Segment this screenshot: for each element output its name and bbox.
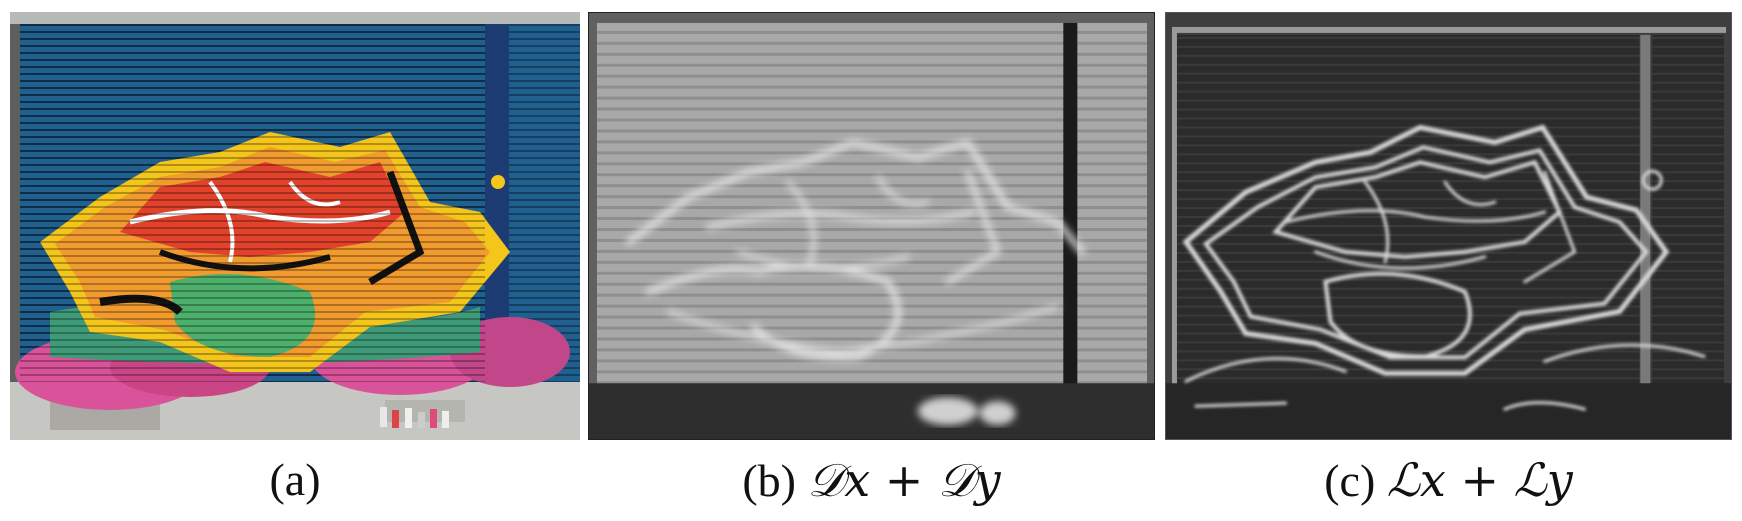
caption-a-label: (a) — [269, 454, 321, 505]
graffiti-photo — [10, 12, 580, 440]
panel-c-edge-map — [1165, 12, 1732, 440]
caption-a: (a) — [10, 450, 580, 510]
caption-c-math: ℒx + ℒy — [1386, 453, 1573, 507]
caption-b: (b) 𝒟x + 𝒟y — [588, 450, 1155, 510]
caption-c: (c) ℒx + ℒy — [1165, 450, 1732, 510]
derivative-image — [589, 13, 1154, 439]
caption-c-label: (c) — [1324, 455, 1376, 506]
panel-b-derivative-map — [588, 12, 1155, 440]
caption-b-math: 𝒟x + 𝒟y — [807, 453, 1001, 507]
caption-b-label: (b) — [742, 455, 796, 506]
edge-image — [1166, 13, 1731, 439]
panel-a-photo — [10, 12, 580, 440]
